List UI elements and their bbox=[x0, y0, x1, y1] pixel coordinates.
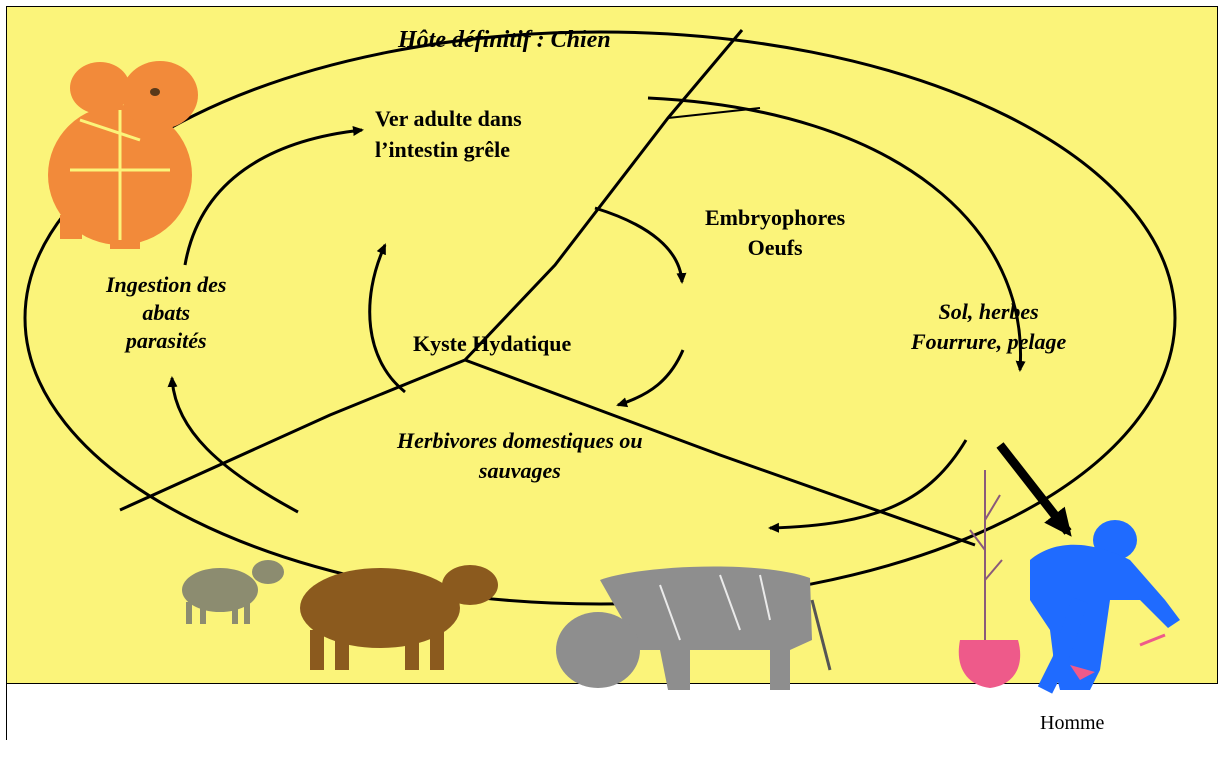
plant-pot-icon bbox=[959, 470, 1020, 688]
arrow-inner-left bbox=[370, 245, 405, 392]
ingestion-label: Ingestion des abats parasités bbox=[106, 272, 226, 354]
divider-line-top bbox=[465, 30, 742, 360]
diagram-title: Hôte définitif : Chien bbox=[398, 27, 611, 53]
ingestion-line-3: parasités bbox=[106, 328, 226, 354]
ingestion-line-1: Ingestion des bbox=[106, 272, 226, 298]
cow-icon bbox=[556, 566, 830, 690]
human-icon bbox=[1030, 520, 1180, 690]
herbivores-line-2: sauvages bbox=[397, 458, 643, 484]
arrow-to-adult-worm bbox=[185, 130, 362, 265]
goat-icon bbox=[182, 560, 284, 624]
ingestion-line-2: abats bbox=[106, 300, 226, 326]
embryophores-line: Embryophores bbox=[705, 205, 845, 231]
herbivores-line-1: Herbivores domestiques ou bbox=[397, 428, 643, 454]
adult-worm-label: Ver adulte dans l’intestin grêle bbox=[375, 106, 522, 163]
adult-worm-line-1: Ver adulte dans bbox=[375, 106, 522, 132]
kyste-label: Kyste Hydatique bbox=[413, 331, 571, 357]
arrow-to-ingestion bbox=[172, 378, 298, 512]
oeufs-line: Oeufs bbox=[705, 235, 845, 261]
sol-label: Sol, herbes Fourrure, pelage bbox=[911, 299, 1066, 355]
adult-worm-line-2: l’intestin grêle bbox=[375, 137, 522, 163]
arrow-to-embryophores bbox=[595, 208, 682, 282]
sol-line-1: Sol, herbes bbox=[911, 299, 1066, 325]
dog-icon bbox=[48, 61, 198, 249]
sol-line-2: Fourrure, pelage bbox=[911, 329, 1066, 355]
homme-label: Homme bbox=[1040, 710, 1104, 736]
herbivores-label: Herbivores domestiques ou sauvages bbox=[397, 428, 643, 484]
arrow-to-herbivores-inner bbox=[618, 350, 683, 405]
sheep-icon bbox=[300, 565, 498, 670]
embryophores-label: Embryophores Oeufs bbox=[705, 205, 845, 261]
